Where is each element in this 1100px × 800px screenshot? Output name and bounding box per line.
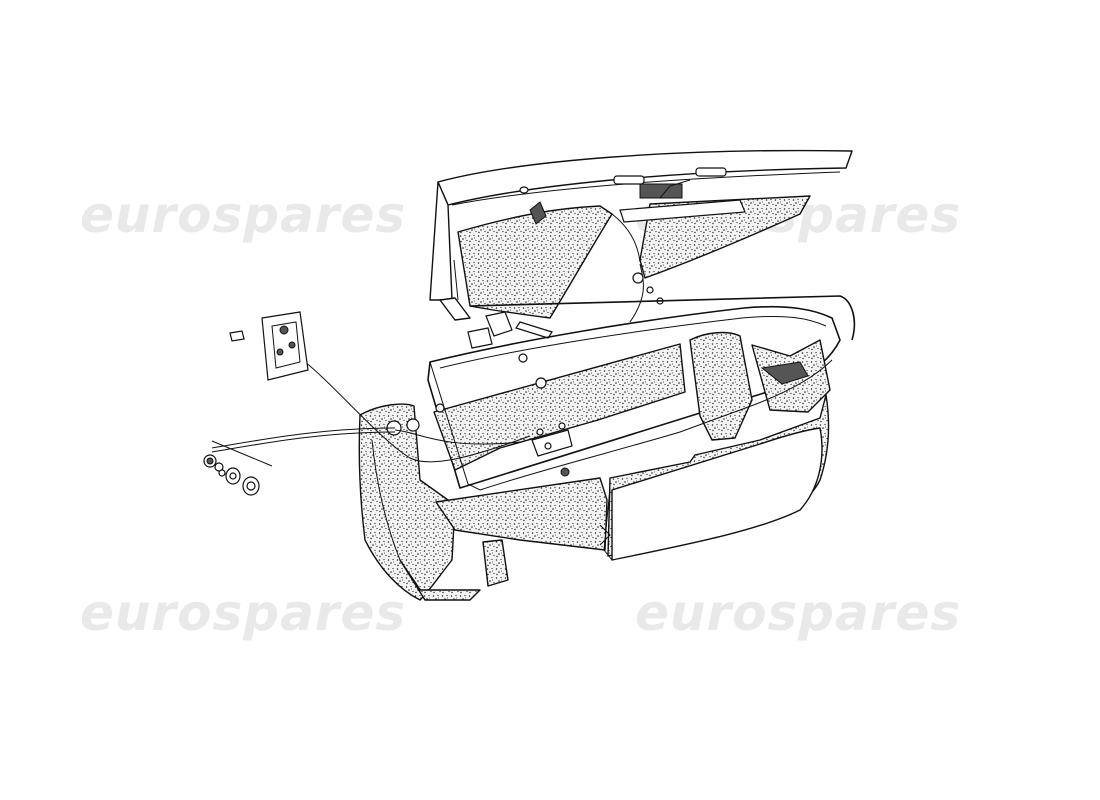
watermark: eurospares (80, 584, 406, 642)
trunk-lid (429, 149, 853, 349)
lock-mechanism (639, 183, 683, 199)
floor-liner (435, 477, 608, 551)
handle-housing (261, 311, 309, 381)
washer-set (203, 454, 260, 496)
latch (760, 361, 809, 385)
pad (482, 539, 509, 587)
hinge (485, 311, 513, 337)
hinge (467, 327, 493, 349)
striker (529, 201, 547, 225)
front-panel (611, 427, 823, 561)
lid-light (619, 199, 746, 223)
watermark: eurospares (635, 584, 961, 642)
watermark: eurospares (80, 186, 406, 244)
key (229, 330, 245, 342)
lid-stay (629, 263, 644, 323)
rear-panel-liner (433, 343, 686, 471)
side-liner-left (358, 403, 456, 601)
handle-assembly (229, 311, 309, 381)
trunk-body (358, 295, 856, 601)
lock-plate (531, 429, 573, 457)
side-liner-right (689, 331, 753, 441)
